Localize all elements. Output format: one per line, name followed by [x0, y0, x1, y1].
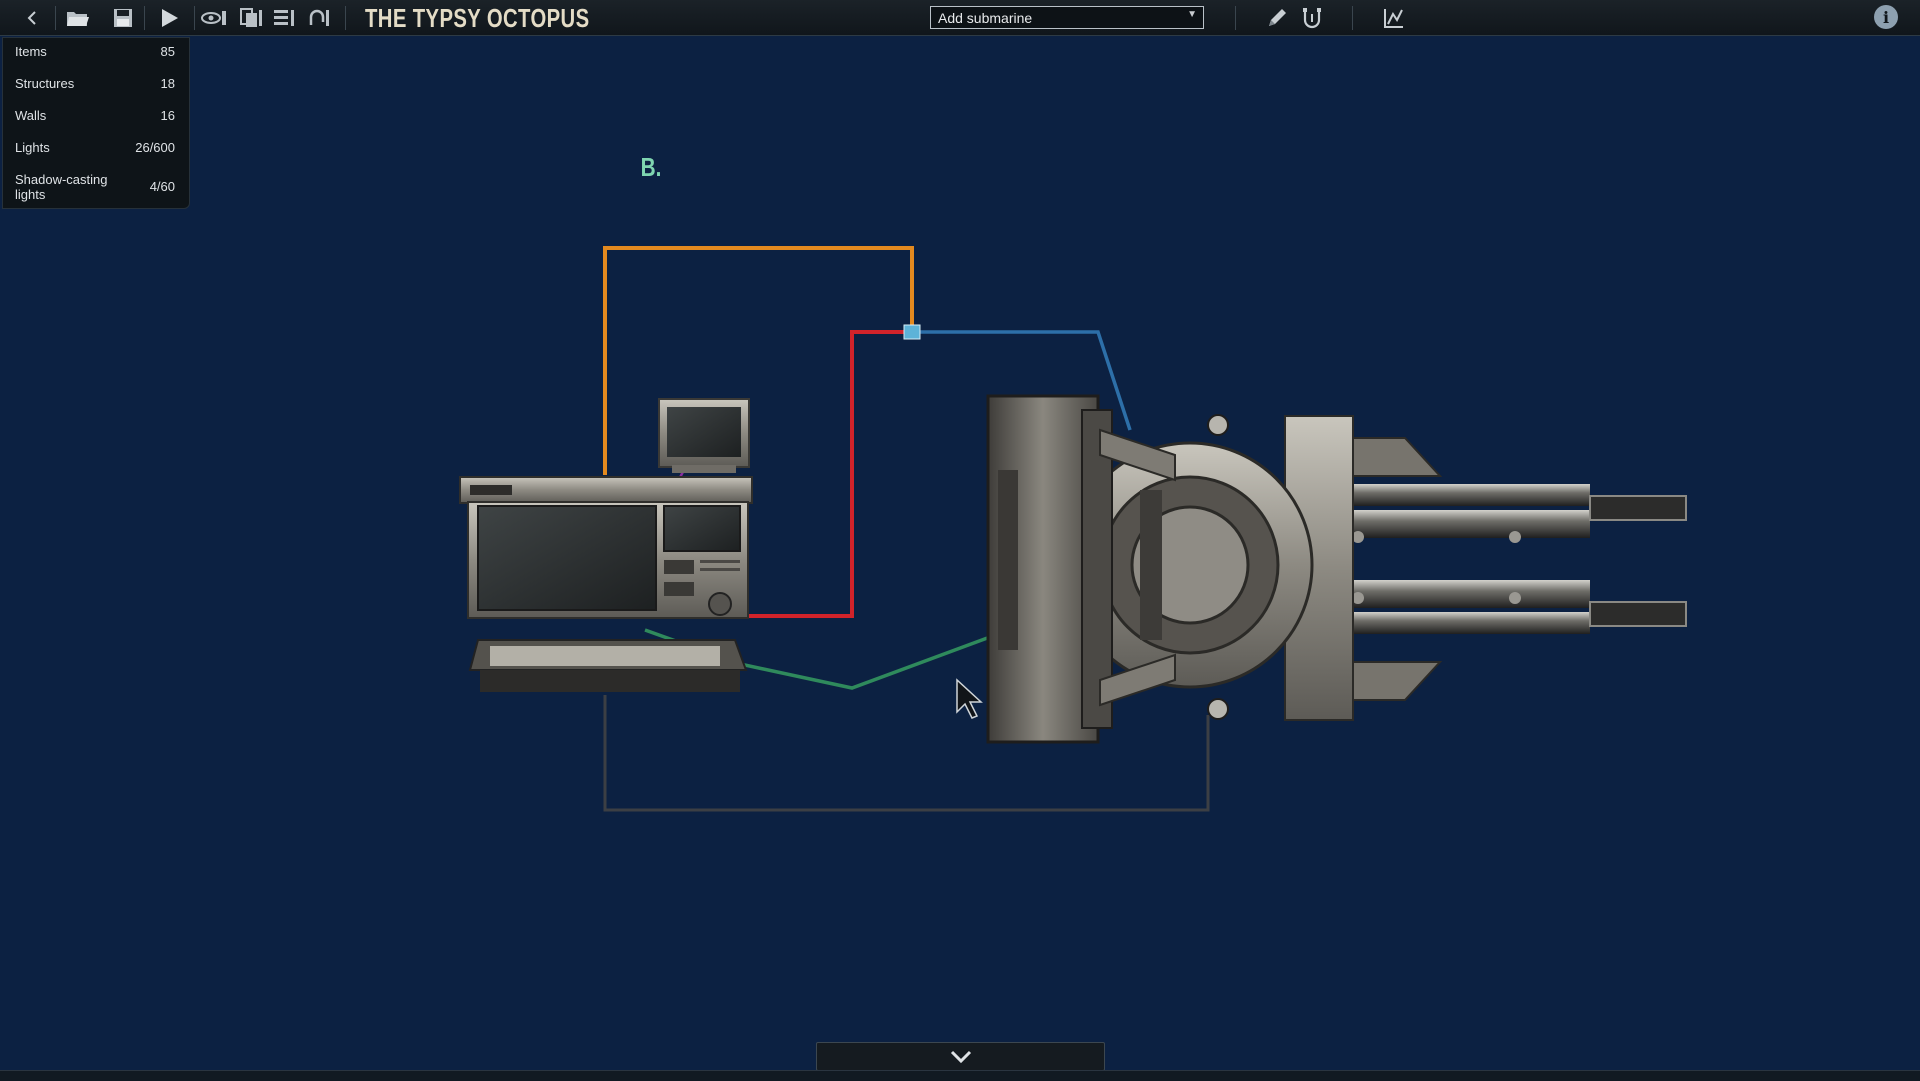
wire-blue	[912, 330, 1132, 431]
dropdown-selected-value: Add submarine	[938, 9, 1033, 26]
toolbar-divider	[144, 6, 145, 30]
wire-red	[745, 330, 912, 618]
visibility-button[interactable]	[200, 4, 228, 31]
mouse-cursor	[956, 678, 983, 719]
toolbar-divider	[194, 6, 195, 30]
monitor-item	[658, 398, 750, 473]
info-button[interactable]: i	[1874, 5, 1898, 29]
toolbar-divider	[1235, 6, 1236, 30]
stat-value: 26/600	[135, 140, 175, 155]
stat-label: Shadow-casting lights	[15, 172, 108, 202]
bottom-status-bar	[0, 1070, 1920, 1081]
info-icon: i	[1882, 7, 1890, 27]
copy-layers-button[interactable]	[237, 4, 265, 31]
layers-icon	[274, 9, 294, 26]
stat-label: Structures	[15, 76, 75, 91]
visibility-icon	[201, 10, 226, 25]
link-icon	[1384, 8, 1403, 28]
play-button[interactable]	[155, 4, 183, 31]
copy-layers-icon	[240, 7, 262, 27]
play-icon	[162, 8, 178, 27]
add-submarine-dropdown[interactable]: Add submarine ▼	[930, 6, 1204, 29]
stat-label: Items	[15, 44, 47, 59]
stat-shadow-casting-lights: Shadow-casting lights 4/60	[3, 169, 189, 205]
stat-lights: Lights 26/600	[3, 134, 189, 162]
chevron-down-icon	[950, 1050, 971, 1063]
save-icon	[114, 8, 132, 27]
draw-button[interactable]	[1263, 4, 1291, 31]
stat-value: 4/60	[149, 179, 175, 194]
stat-label: Lights	[15, 140, 50, 155]
stat-value: 16	[160, 108, 175, 123]
wire-orange	[603, 246, 914, 475]
toolbar-divider	[55, 6, 56, 30]
toolbar-divider	[345, 6, 346, 30]
stat-items: Items 85	[3, 38, 189, 66]
wire-junction-box	[903, 324, 921, 340]
wire-gray	[603, 695, 1210, 812]
keyboard-item	[468, 639, 748, 692]
submarine-title: THE TYPSY OCTOPUS	[365, 3, 590, 33]
back-icon	[27, 10, 36, 25]
back-button[interactable]	[19, 4, 47, 31]
stat-label: Walls	[15, 108, 47, 123]
stat-value: 85	[160, 44, 175, 59]
toolbar-divider	[1352, 6, 1353, 30]
stat-value: 18	[160, 76, 175, 91]
link-button[interactable]	[1380, 4, 1408, 31]
wiring-icon	[1303, 7, 1321, 28]
submarine-stats-panel: Items 85 Structures 18 Walls 16 Lights 2…	[2, 37, 190, 209]
wiring-button[interactable]	[1298, 4, 1326, 31]
save-button[interactable]	[109, 4, 137, 31]
chevron-down-icon: ▼	[1187, 9, 1197, 20]
wiring-layer	[459, 246, 1687, 812]
submarine-editor-canvas[interactable]: B.	[0, 36, 1920, 1066]
layers-button[interactable]	[270, 4, 298, 31]
pencil-icon	[1269, 8, 1286, 26]
stat-structures: Structures 18	[3, 70, 189, 98]
railgun-turret-item	[986, 394, 1687, 744]
toggle-entity-menu-button[interactable]	[816, 1042, 1105, 1071]
stat-walls: Walls 16	[3, 102, 189, 130]
undo-button[interactable]	[305, 4, 333, 31]
waypoint-marker-label: B.	[640, 152, 662, 182]
undo-icon	[309, 9, 329, 26]
open-button[interactable]	[64, 4, 92, 31]
top-toolbar: THE TYPSY OCTOPUS Add submarine ▼ i	[0, 0, 1920, 36]
open-folder-icon	[67, 11, 89, 26]
navigation-terminal-item	[459, 476, 753, 619]
